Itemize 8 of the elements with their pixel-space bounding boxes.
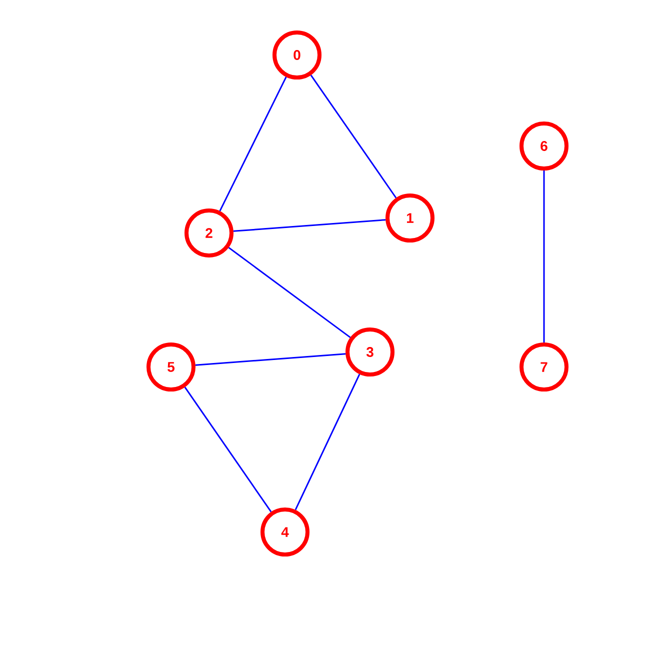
edge-line bbox=[294, 374, 360, 510]
edge-line bbox=[219, 76, 287, 212]
edge-line bbox=[310, 74, 397, 198]
edge-line bbox=[543, 170, 545, 342]
edge-line bbox=[233, 219, 386, 232]
edge-line bbox=[184, 386, 272, 512]
edge-line bbox=[228, 246, 351, 338]
edge-line bbox=[195, 353, 346, 366]
